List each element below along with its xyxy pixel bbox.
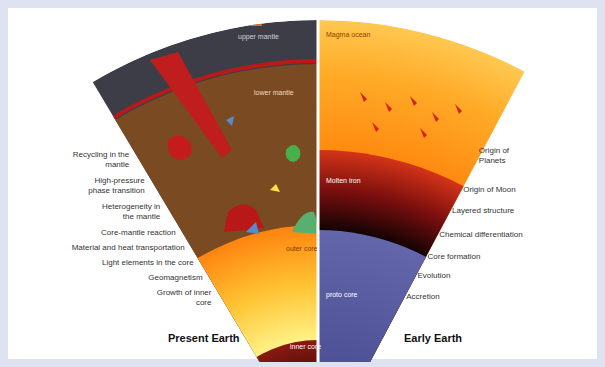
layer-name: Molten iron (326, 177, 361, 185)
early-earth-wedge (0, 20, 605, 362)
topic-label: Core formation (428, 252, 518, 262)
layer-name: outer core (286, 245, 318, 253)
layer-name: proto core (326, 291, 358, 299)
topic-label: Origin of Moon (463, 185, 553, 195)
panel-title: Early Earth (404, 332, 462, 345)
layer-name: inner core (290, 343, 321, 351)
topic-label: High-pressure phase transition (75, 176, 145, 195)
magma-ocean-band (0, 20, 605, 362)
green-mound (292, 212, 318, 234)
panel-title: Present Earth (168, 332, 240, 345)
layer-name: lower mantle (254, 89, 294, 97)
topic-label: Light elements in the core (64, 258, 194, 268)
topic-label: Heterogeneity in the mantle (90, 202, 160, 221)
divider-line (317, 14, 320, 362)
topic-label: Chemical differentiation (439, 230, 559, 240)
topic-label: Material and heat transportation (35, 243, 185, 253)
topic-label: Geomagnetism (123, 273, 203, 283)
layer-region: upper mantle (236, 32, 281, 42)
layer-name: Magma ocean (326, 31, 370, 39)
green-plume (286, 145, 301, 162)
red-blob (224, 204, 264, 232)
topic-label: Growth of inner core (156, 288, 211, 307)
upper-mantle-band (0, 20, 605, 362)
topic-label: Recycling in the mantle (67, 150, 129, 169)
layer-region: Magma ocean (324, 30, 372, 40)
layer-region: Molten iron (324, 176, 363, 186)
mantle-boundary-line (0, 61, 605, 362)
blue-arrow (246, 222, 259, 234)
topic-label: Origin of Planets (479, 146, 537, 165)
red-plume (168, 135, 192, 160)
layer-region: proto core (324, 290, 360, 300)
subducting-slab (150, 52, 232, 158)
orange-plume (248, 14, 262, 26)
molten-iron-band (8, 150, 605, 362)
sinking-iron-arrows (360, 92, 462, 138)
topic-label: Accretion (406, 292, 486, 302)
layer-region: lower mantle (252, 88, 296, 98)
present-earth-wedge (0, 14, 605, 362)
topic-label: Evolution (417, 271, 497, 281)
topic-label: Core-mantle reaction (76, 228, 176, 238)
blue-arrow (226, 116, 234, 126)
topic-label: Layered structure (452, 206, 542, 216)
layer-name: upper mantle (238, 33, 279, 41)
layer-region: inner core (288, 342, 323, 352)
yellow-marker (270, 184, 280, 192)
layer-region: outer core (284, 244, 320, 254)
lower-mantle-band (0, 64, 605, 362)
